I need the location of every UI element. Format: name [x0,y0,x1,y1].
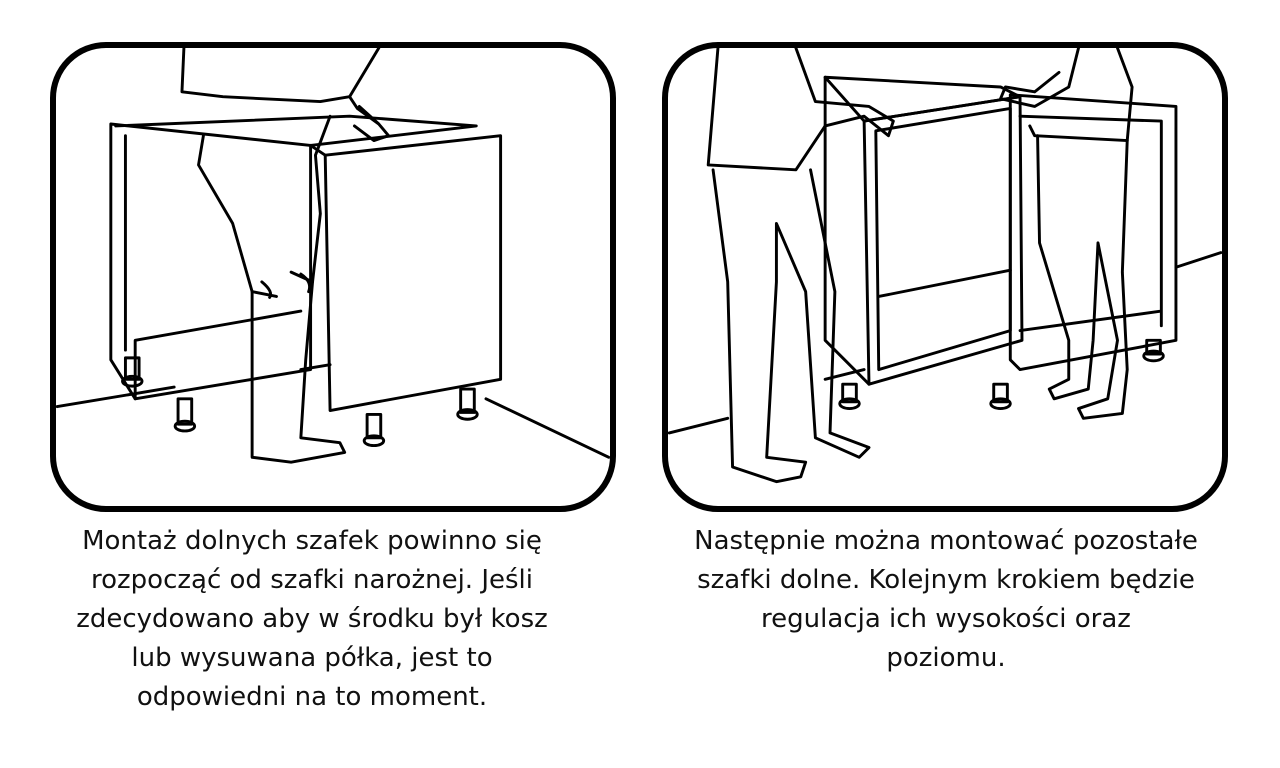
caption-base-cabinets: Następnie można montować pozostałe szafk… [694,526,1198,673]
illustration-panel-corner-cabinet [50,42,616,512]
caption-corner-cabinet: Montaż dolnych szafek powinno się rozpoc… [76,526,548,712]
illustration-panel-base-cabinets [662,42,1228,512]
corner-cabinet-illustration [56,48,610,464]
base-cabinets-illustration [668,48,1222,484]
